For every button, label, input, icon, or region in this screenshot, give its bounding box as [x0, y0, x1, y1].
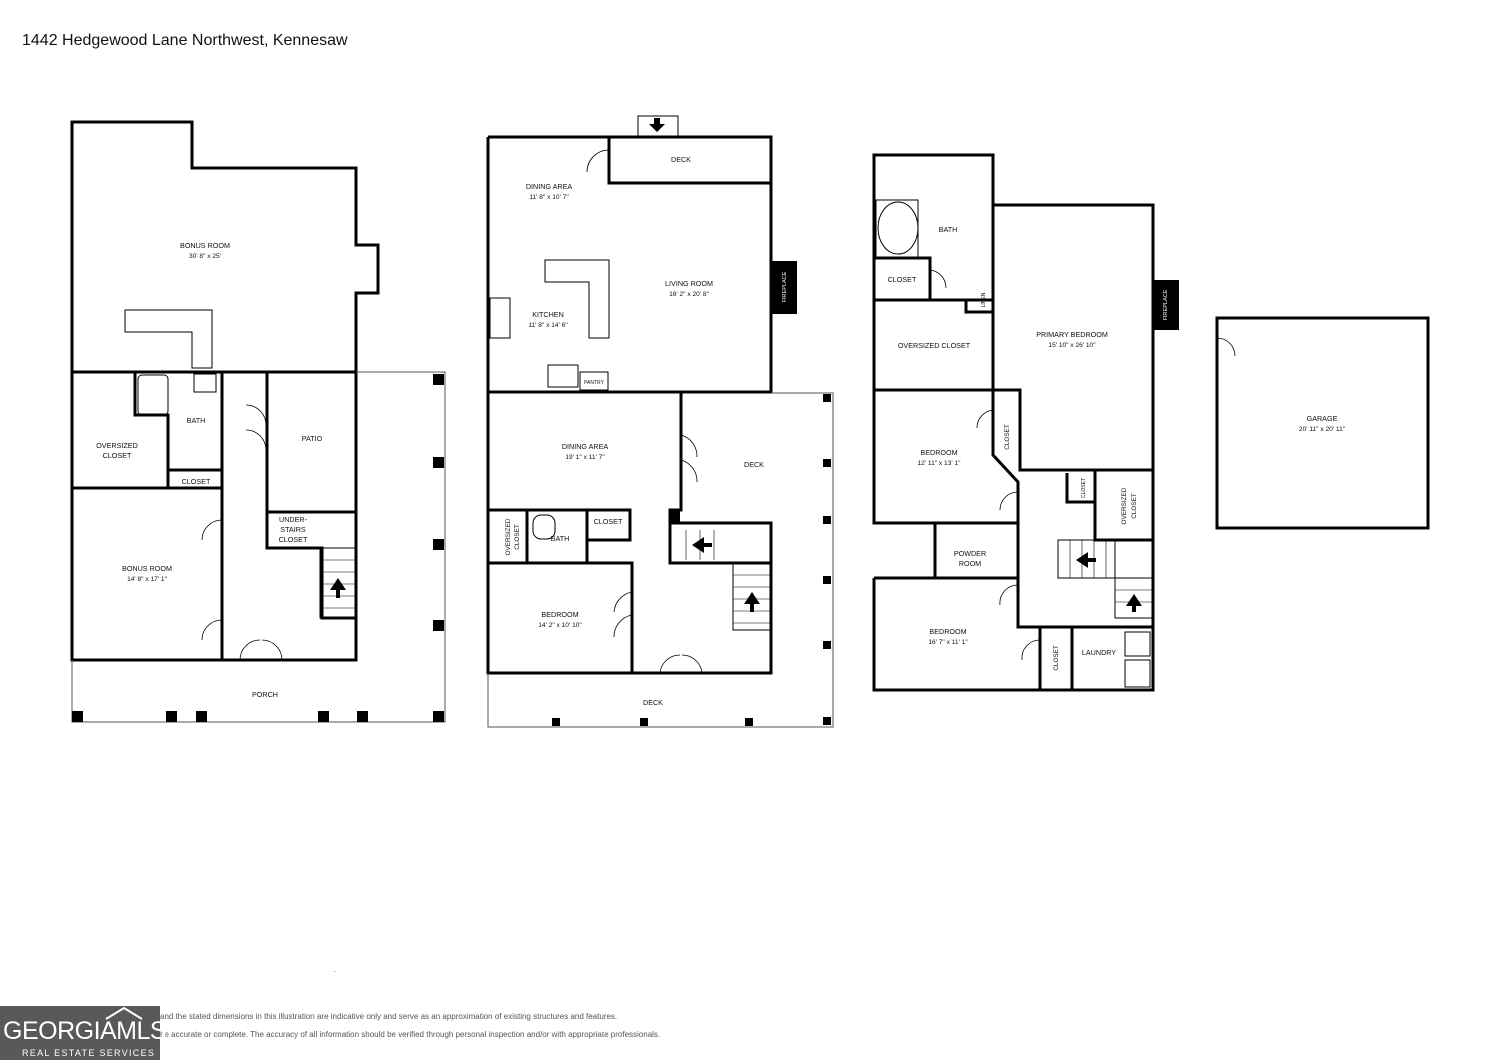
- room-dim-dining-area-2: 19' 1" x 11' 7": [565, 454, 605, 461]
- room-label-understairs-3: CLOSET: [279, 535, 308, 544]
- room-label-bonus-room-2: BONUS ROOM: [122, 564, 172, 573]
- fireplace-2-block: [1153, 280, 1179, 330]
- room-label-oversized-closet-2: OVERSIZED: [505, 518, 512, 555]
- room-label-bath-3: BATH: [939, 225, 958, 234]
- fireplace-1-block: [771, 261, 797, 314]
- room-label-laundry: LAUNDRY: [1082, 648, 1116, 657]
- roof-icon: [105, 1006, 143, 1020]
- room-dim-bedroom-1: 14' 2" x 10' 10": [538, 622, 582, 629]
- room-label-dining-area-2: DINING AREA: [562, 442, 609, 451]
- property-address: 1442 Hedgewood Lane Northwest, Kennesaw: [22, 32, 348, 49]
- floor-1-plan: [70, 120, 380, 662]
- room-label-understairs-1: UNDER-: [279, 515, 308, 524]
- room-label-fireplace-2: FIREPLACE: [1163, 289, 1169, 320]
- room-label-patio: PATIO: [302, 434, 323, 443]
- room-dim-dining-area-1: 11' 8" x 10' 7": [529, 194, 569, 201]
- room-label-oversized-closet-1: OVERSIZED: [96, 441, 138, 450]
- room-label-deck-top: DECK: [671, 155, 691, 164]
- room-dim-living-room: 16' 2" x 20' 8": [669, 291, 709, 298]
- garage-outline: [1215, 316, 1430, 530]
- room-label-primary-bedroom: PRIMARY BEDROOM: [1036, 330, 1108, 339]
- disclaimer-line-1: and the stated dimensions in this illust…: [160, 1012, 618, 1021]
- room-label-understairs-2: STAIRS: [280, 525, 306, 534]
- room-label-deck-bottom: DECK: [643, 698, 663, 707]
- room-label-living-room: LIVING ROOM: [665, 279, 713, 288]
- stray-marker: .: [334, 967, 336, 974]
- room-label-bath-2: BATH: [551, 534, 570, 543]
- logo-text: GEORGIAMLS: [3, 1017, 167, 1045]
- room-dim-bonus-room-2: 14' 8" x 17' 1": [127, 576, 167, 583]
- floor-3-plan: [872, 153, 1155, 692]
- room-label-closet-6: CLOSET: [1053, 645, 1060, 671]
- room-dim-bedroom-3: 16' 7" x 11' 1": [928, 639, 968, 646]
- room-label-fireplace-1: FIREPLACE: [782, 271, 788, 302]
- room-label-bedroom-2: BEDROOM: [920, 448, 957, 457]
- floor-2-plan: [486, 135, 773, 675]
- georgia-mls-logo: GEORGIAMLS REAL ESTATE SERVICES: [0, 1006, 167, 1060]
- room-label-bedroom-3: BEDROOM: [929, 627, 966, 636]
- room-label-porch: PORCH: [252, 690, 278, 699]
- room-label-oversized-closet-4: OVERSIZED: [1121, 487, 1128, 524]
- room-dim-bedroom-2: 12' 11" x 13' 1": [917, 460, 961, 467]
- floor-2-labels: DECK DINING AREA 11' 8" x 10' 7" LIVING …: [505, 155, 788, 707]
- room-label-pantry: PANTRY: [584, 380, 604, 386]
- room-dim-garage: 20' 11" x 20' 11": [1299, 426, 1346, 433]
- room-label-closet-4: CLOSET: [1004, 424, 1011, 450]
- room-label-powder-room: POWDER: [954, 549, 986, 558]
- room-label-dining-area-1: DINING AREA: [526, 182, 573, 191]
- room-label-deck-right: DECK: [744, 460, 764, 469]
- room-dim-primary-bedroom: 15' 10" x 26' 10": [1048, 342, 1096, 349]
- room-label-bedroom-1: BEDROOM: [541, 610, 578, 619]
- room-label-closet-1: CLOSET: [182, 477, 211, 486]
- room-label-closet-5: CLOSET: [1081, 478, 1087, 498]
- room-label-kitchen: KITCHEN: [532, 310, 564, 319]
- room-dim-kitchen: 11' 8" x 14' 6": [528, 322, 568, 329]
- room-label-powder-room-b: ROOM: [959, 559, 981, 568]
- room-label-bonus-room-1: BONUS ROOM: [180, 241, 230, 250]
- room-label-oversized-closet-1b: CLOSET: [103, 451, 132, 460]
- room-label-closet-2: CLOSET: [594, 517, 623, 526]
- room-label-oversized-closet-3: OVERSIZED CLOSET: [898, 341, 971, 350]
- room-label-linen: LINEN: [981, 292, 987, 307]
- room-label-garage: GARAGE: [1307, 414, 1338, 423]
- room-label-bath-1: BATH: [187, 416, 206, 425]
- room-label-oversized-closet-4b: CLOSET: [1131, 493, 1138, 519]
- floor-3-labels: BATH CLOSET LINEN OVERSIZED CLOSET PRIMA…: [888, 225, 1169, 671]
- disclaimer-line-2: be accurate or complete. The accuracy of…: [160, 1030, 661, 1039]
- room-label-oversized-closet-2b: CLOSET: [514, 524, 521, 550]
- room-dim-bonus-room-1: 30' 8" x 25': [189, 253, 221, 260]
- room-label-closet-3: CLOSET: [888, 275, 917, 284]
- floor-1-labels: BONUS ROOM 30' 8" x 25' OVERSIZED CLOSET…: [96, 241, 322, 699]
- logo-subtext: REAL ESTATE SERVICES: [22, 1048, 156, 1058]
